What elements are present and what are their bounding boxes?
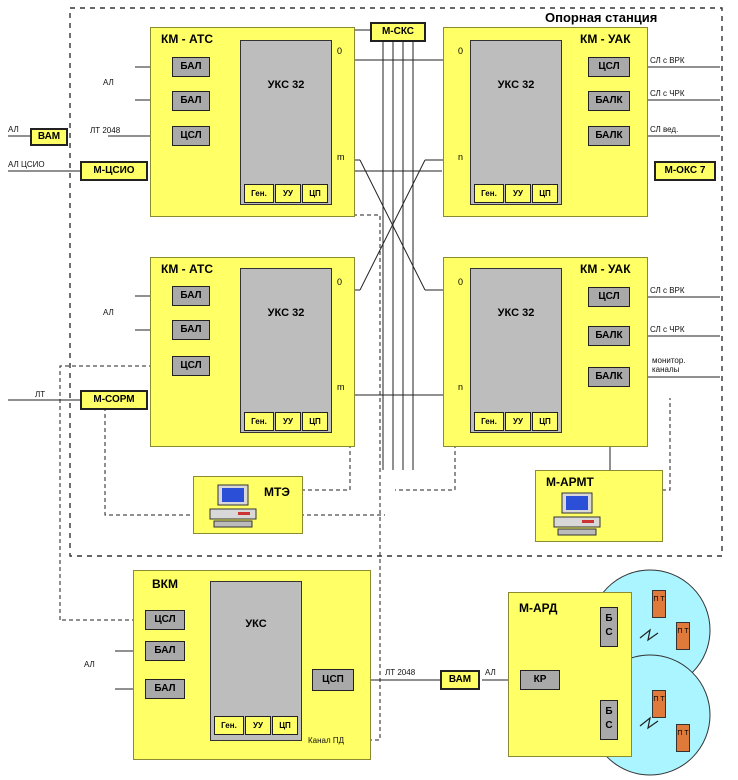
km-ats-1-uu: УУ (275, 184, 301, 203)
km-uak-1-port-0: 0 (458, 46, 464, 56)
km-uak-1-module-3: БАЛК (588, 126, 630, 146)
sl-chrk-label-2: СЛ с ЧРК (650, 325, 685, 334)
vkm-al2-label: АЛ (485, 668, 496, 677)
km-uak-1-uu: УУ (505, 184, 531, 203)
km-ats-1-title: КМ - АТС (161, 32, 214, 46)
m-skc-box: М-СКС (370, 22, 426, 42)
km-uak-1-module-1: ЦСЛ (588, 57, 630, 77)
computer-icon (209, 484, 257, 528)
al-label-1: АЛ (103, 78, 114, 87)
m-oks7-box: М-ОКС 7 (654, 161, 716, 181)
lt-label-2: ЛТ (35, 390, 46, 399)
sl-vrk-label-1: СЛ с ВРК (650, 56, 685, 65)
km-ats-2-module-1: БАЛ (172, 286, 210, 306)
m-ard-title: М-АРД (519, 601, 558, 615)
km-uak-1-cp: ЦП (532, 184, 558, 203)
km-ats-1-module-2: БАЛ (172, 91, 210, 111)
vkm-gen: Ген. (214, 716, 244, 735)
km-ats-2-port-m: m (337, 382, 345, 392)
vkm-ukc: УКС (210, 581, 302, 741)
monitor-channels-label: монитор. каналы (652, 356, 686, 374)
vkm-al-label: АЛ (84, 660, 95, 669)
pt-terminal-3: П Т (652, 690, 666, 718)
m-armt-title: М-АРМТ (546, 475, 594, 489)
km-uak-1-port-n: n (458, 152, 464, 162)
station-title: Опорная станция (545, 10, 658, 25)
km-ats-1-cp: ЦП (302, 184, 328, 203)
sl-chrk-label-1: СЛ с ЧРК (650, 89, 685, 98)
m-sorm-box: М-СОРМ (80, 390, 148, 410)
km-ats-2-ukc-label: УКС 32 (267, 307, 305, 319)
km-uak-1-ukc: УКС 32 (470, 40, 562, 205)
km-ats-1-module-1: БАЛ (172, 57, 210, 77)
km-ats-2-module-3: ЦСЛ (172, 356, 210, 376)
km-uak-2-title: КМ - УАК (580, 262, 631, 276)
computer-icon (553, 492, 601, 536)
vkm-module-2: БАЛ (145, 641, 185, 661)
km-ats-2-module-2: БАЛ (172, 320, 210, 340)
mte-box: МТЭ (193, 476, 303, 534)
km-ats-1-port-m: m (337, 152, 345, 162)
vkm-title: ВКМ (152, 577, 178, 591)
km-uak-2-uu: УУ (505, 412, 531, 431)
bam-box-1: ВАМ (30, 128, 68, 146)
sl-vrk-label-2: СЛ с ВРК (650, 286, 685, 295)
km-ats-1-port-0: 0 (337, 46, 343, 56)
al-csio-label: АЛ ЦСИО (8, 160, 45, 169)
vkm-uu: УУ (245, 716, 271, 735)
vkm-csp: ЦСП (312, 669, 354, 691)
km-uak-2-cp: ЦП (532, 412, 558, 431)
km-uak-1-gen: Ген. (474, 184, 504, 203)
km-uak-2-module-3: БАЛК (588, 367, 630, 387)
vkm-lt-label: ЛТ 2048 (385, 668, 416, 677)
bam-box-2: ВАМ (440, 670, 480, 690)
lt-2048-label: ЛТ 2048 (90, 126, 121, 135)
km-uak-2-gen: Ген. (474, 412, 504, 431)
vkm-module-1: ЦСЛ (145, 610, 185, 630)
bs-box-1: Б С (600, 607, 618, 647)
km-ats-1-ukc: УКС 32 (240, 40, 332, 205)
mte-title: МТЭ (264, 485, 290, 499)
km-ats-2-cp: ЦП (302, 412, 328, 431)
km-ats-2-port-0: 0 (337, 277, 343, 287)
km-uak-2-ukc: УКС 32 (470, 268, 562, 433)
bs-box-2: Б С (600, 700, 618, 740)
km-ats-2-uu: УУ (275, 412, 301, 431)
vkm-module-3: БАЛ (145, 679, 185, 699)
m-armt-box: М-АРМТ (535, 470, 663, 542)
kanal-pd-label: Канал ПД (308, 736, 345, 745)
km-ats-1-ukc-label: УКС 32 (267, 79, 305, 91)
vkm-ukc-label: УКС (245, 618, 267, 630)
km-ats-2-ukc: УКС 32 (240, 268, 332, 433)
km-uak-1-module-2: БАЛК (588, 91, 630, 111)
km-ats-2-title: КМ - АТС (161, 262, 214, 276)
kr-box: КР (520, 670, 560, 690)
km-ats-1-module-3: ЦСЛ (172, 126, 210, 146)
al-label-2: АЛ (103, 308, 114, 317)
km-ats-1-gen: Ген. (244, 184, 274, 203)
pt-terminal-1: П Т (652, 590, 666, 618)
km-uak-2-module-2: БАЛК (588, 326, 630, 346)
km-ats-2-gen: Ген. (244, 412, 274, 431)
km-uak-2-ukc-label: УКС 32 (497, 307, 535, 319)
km-uak-2-port-0: 0 (458, 277, 464, 287)
vkm-cp: ЦП (272, 716, 298, 735)
km-uak-2-port-n: n (458, 382, 464, 392)
pt-terminal-4: П Т (676, 724, 690, 752)
al-bam-label: АЛ (8, 125, 19, 134)
sl-ved-label: СЛ вед. (650, 125, 679, 134)
pt-terminal-2: П Т (676, 622, 690, 650)
m-csio-box: М-ЦСИО (80, 161, 148, 181)
km-uak-2-module-1: ЦСЛ (588, 287, 630, 307)
km-uak-1-title: КМ - УАК (580, 32, 631, 46)
km-uak-1-ukc-label: УКС 32 (497, 79, 535, 91)
